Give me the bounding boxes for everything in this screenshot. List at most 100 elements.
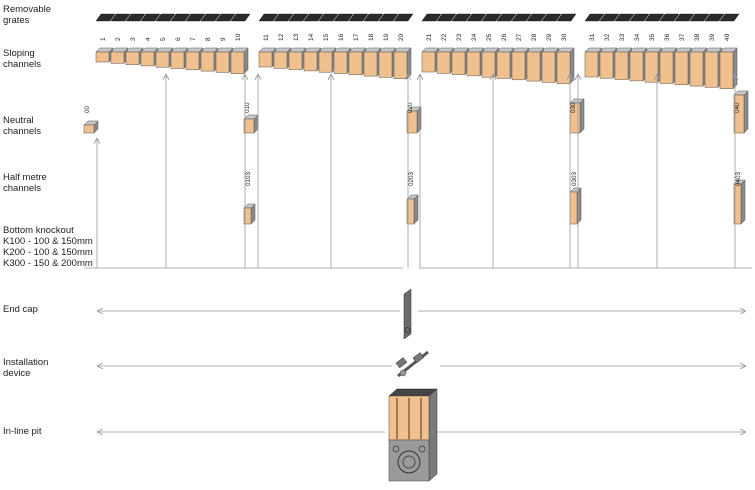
grate-icon	[674, 13, 695, 22]
pit-side	[428, 388, 438, 482]
pit-knockout	[418, 445, 426, 453]
channel-number: 39	[709, 33, 716, 41]
grate-icon	[200, 13, 221, 22]
block-face	[599, 51, 614, 79]
channel-number: 18	[368, 33, 375, 41]
label-line: Removable	[3, 4, 52, 15]
device-clamp	[412, 352, 425, 364]
grate-icon	[436, 13, 457, 22]
grate-icon	[689, 13, 710, 22]
grate-icon	[288, 13, 309, 22]
pit-top	[388, 388, 438, 397]
block-face	[511, 51, 526, 81]
block-face	[569, 191, 578, 225]
sloping-channel	[466, 47, 485, 77]
half-code: 0403	[735, 171, 742, 186]
channel-number: 38	[694, 33, 701, 41]
sloping-channel	[599, 47, 618, 79]
sloping-channel	[556, 47, 575, 85]
label-half-metre-channels: Half metre channels	[3, 172, 47, 194]
knockout-spec-k200: K200 - 100 & 150mm	[3, 247, 93, 258]
sloping-channel	[273, 47, 292, 69]
device-knob	[399, 369, 407, 377]
channel-number: 20	[398, 33, 405, 41]
sloping-channel	[95, 47, 114, 63]
grate-icon	[496, 13, 517, 22]
grate-icon	[140, 13, 161, 22]
label-end-cap: End cap	[3, 304, 38, 315]
channel-number: 33	[619, 33, 626, 41]
grate-icon	[584, 13, 605, 22]
grate-icon	[511, 13, 532, 22]
channel-number: 11	[263, 34, 270, 41]
grate-icon	[704, 13, 725, 22]
sloping-channel	[140, 47, 159, 67]
sloping-channel	[526, 47, 545, 82]
channel-number: 40	[724, 33, 731, 41]
channel-number: 5	[160, 37, 167, 41]
block-face	[733, 183, 742, 225]
channel-number: 28	[531, 33, 538, 41]
block-face	[243, 207, 252, 225]
block-face	[526, 51, 541, 82]
block-side	[569, 47, 575, 85]
sloping-channel	[110, 47, 129, 64]
sloping-channel	[333, 47, 352, 75]
label-neutral-channels: Neutral channels	[3, 115, 41, 137]
block-side	[243, 47, 249, 75]
sloping-channel	[125, 47, 144, 66]
grate-icon	[526, 13, 547, 22]
grate-icon	[348, 13, 369, 22]
pit-outlet-inner	[402, 455, 416, 469]
half-metre-channel	[733, 179, 746, 225]
label-line: channels	[3, 126, 42, 137]
grate-icon	[258, 13, 279, 22]
block-face	[185, 51, 200, 71]
grate-icon	[451, 13, 472, 22]
channel-number: 2	[115, 37, 122, 41]
label-sloping-channels: Sloping channels	[3, 48, 41, 70]
label-line: Bottom knockout	[3, 225, 74, 236]
block-face	[288, 51, 303, 70]
sloping-channel	[629, 47, 648, 82]
knockout-spec-k300: K300 - 150 & 200mm	[3, 258, 93, 269]
block-side	[579, 98, 585, 134]
end-cap-body	[403, 288, 412, 340]
block-face	[95, 51, 110, 63]
grate-icon	[629, 13, 650, 22]
neutral-code: 00	[84, 105, 91, 113]
sloping-channel	[378, 47, 397, 79]
channel-number: 37	[679, 33, 686, 41]
pit-knockout	[392, 445, 400, 453]
block-face	[140, 51, 155, 67]
block-face	[273, 51, 288, 69]
grate-icon	[333, 13, 354, 22]
block-face	[584, 51, 599, 78]
half-metre-channel	[569, 187, 582, 225]
block-face	[170, 51, 185, 69]
channel-number: 32	[604, 33, 611, 41]
sloping-channel	[451, 47, 470, 76]
grate-icon	[363, 13, 384, 22]
block-face	[614, 51, 629, 80]
block-face	[348, 51, 363, 76]
half-code: 0303	[571, 171, 578, 186]
sloping-channel	[719, 47, 738, 90]
sloping-channel	[704, 47, 723, 89]
grate-icon	[170, 13, 191, 22]
block-face	[541, 51, 556, 83]
label-line: Half metre	[3, 172, 47, 183]
block-side	[743, 90, 749, 134]
grate-icon	[719, 13, 740, 22]
sloping-channel	[185, 47, 204, 71]
installation-device-icon	[395, 350, 429, 378]
channel-number: 36	[664, 33, 671, 41]
label-line: Installation	[3, 357, 49, 368]
channel-number: 21	[426, 33, 433, 41]
block-face	[155, 51, 170, 68]
sloping-channel	[496, 47, 515, 80]
neutral-code: 020	[407, 102, 414, 113]
channel-number: 3	[130, 37, 137, 41]
block-face	[378, 51, 393, 78]
